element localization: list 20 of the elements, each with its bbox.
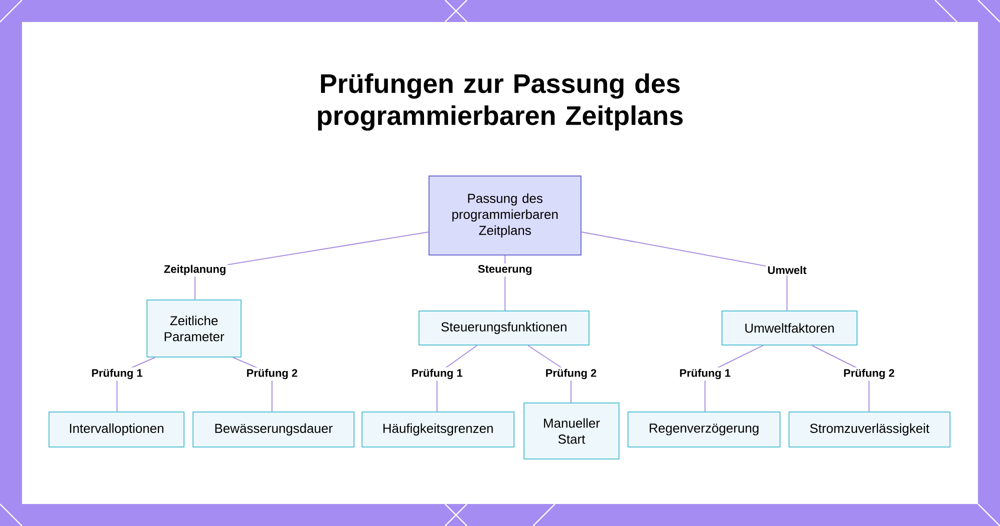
check-box: Intervalloptionen xyxy=(48,412,184,448)
category-box: Umweltfaktoren xyxy=(722,310,858,346)
edge-label: Prüfung 2 xyxy=(842,367,896,381)
check-box: Regenverzögerung xyxy=(628,412,780,448)
check-box: Stromzuverlässigkeit xyxy=(788,412,950,448)
check-box: Häufigkeitsgrenzen xyxy=(362,412,514,448)
edge-label: Prüfung 2 xyxy=(544,367,598,381)
edge-label: Prüfung 1 xyxy=(678,367,732,381)
edge-label: Prüfung 2 xyxy=(244,367,300,381)
edge-label: Prüfung 1 xyxy=(90,367,144,381)
edge-label: Zeitplanung xyxy=(162,263,228,277)
title: Prüfungen zur Passung des programmierbaren Zeitplans xyxy=(318,73,683,131)
connector-line xyxy=(581,232,788,311)
check-box: Manueller Start xyxy=(524,402,620,460)
root-box: Passung des programmierbaren Zeitplans xyxy=(428,176,582,256)
edge-label: Prüfung 1 xyxy=(410,367,464,381)
category-box: Steuerungsfunktionen xyxy=(418,310,590,346)
edge-label: Steuerung xyxy=(476,263,534,276)
category-box: Zeitliche Parameter xyxy=(146,300,242,358)
check-box: Bewässerungsdauer xyxy=(192,412,354,448)
